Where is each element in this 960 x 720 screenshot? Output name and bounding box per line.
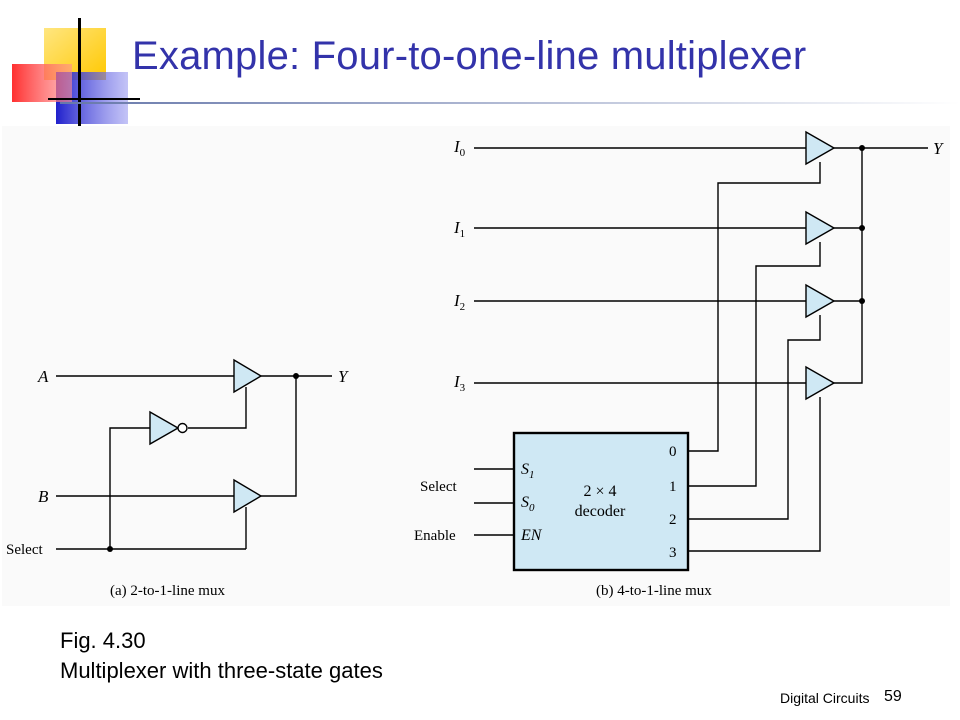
diagram-b-junctions [859,145,865,304]
junction-dot [107,546,113,552]
decoder-output-2: 2 [669,512,677,528]
decoder-output-1: 1 [669,479,677,495]
figure-background [2,126,950,606]
decoder-s1-label: S1 [521,461,535,481]
diagram-a-output-y: Y [338,367,349,386]
input-label-i0: I0 [453,137,466,159]
junction-dot [293,373,299,379]
input-label-i1: I1 [453,218,465,240]
slide-title: Example: Four-to-one-line multiplexer [132,34,807,78]
diagram-b-enable-label: Enable [414,528,456,544]
figure-number: Fig. 4.30 [60,628,146,653]
decoder-size-label: 2 × 4 [583,483,616,500]
decoder-s0-label: S0 [521,494,535,514]
decoder-name-label: decoder [575,503,626,520]
diagram-a-wires [56,375,332,550]
inverter-bubble [177,422,188,434]
figure-description: Multiplexer with three-state gates [60,658,383,683]
decoder-output-3: 3 [669,545,677,561]
buffer-gate-b [233,478,263,514]
diagram-b-gates [805,130,836,401]
decoder-block [512,431,690,572]
buffer-gate-i2 [805,283,836,319]
diagram-a-input-a: A [37,367,49,386]
diagram-a-junctions [107,373,299,552]
figure-caption: Fig. 4.30 Multiplexer with three-state g… [60,626,383,686]
junction-dot [859,298,865,304]
junction-dot [859,225,865,231]
diagram-a-gates [149,358,263,514]
input-label-i2: I2 [453,291,465,313]
buffer-gate-i3 [805,365,836,401]
input-label-i3: I3 [453,372,466,394]
buffer-gate-a [233,358,263,394]
diagram-a-caption: (a) 2-to-1-line mux [110,583,225,599]
buffer-gate-i0 [805,130,836,166]
diagram-a-select-label: Select [6,542,43,558]
diagram-b-output-y: Y [933,139,944,158]
diagram-b-select-label: Select [420,479,457,495]
diagram-b-caption: (b) 4-to-1-line mux [596,583,712,599]
inverter-gate [149,410,180,446]
title-rule [60,102,960,104]
buffer-gate-i1 [805,210,836,246]
junction-dot [859,145,865,151]
footer-label: Digital Circuits [780,690,870,706]
slide-logo-decoration [12,18,140,130]
decoder-output-0: 0 [669,444,677,460]
page-number: 59 [884,688,902,705]
diagram-a-input-b: B [38,487,49,506]
decoder-en-label: EN [520,527,543,544]
